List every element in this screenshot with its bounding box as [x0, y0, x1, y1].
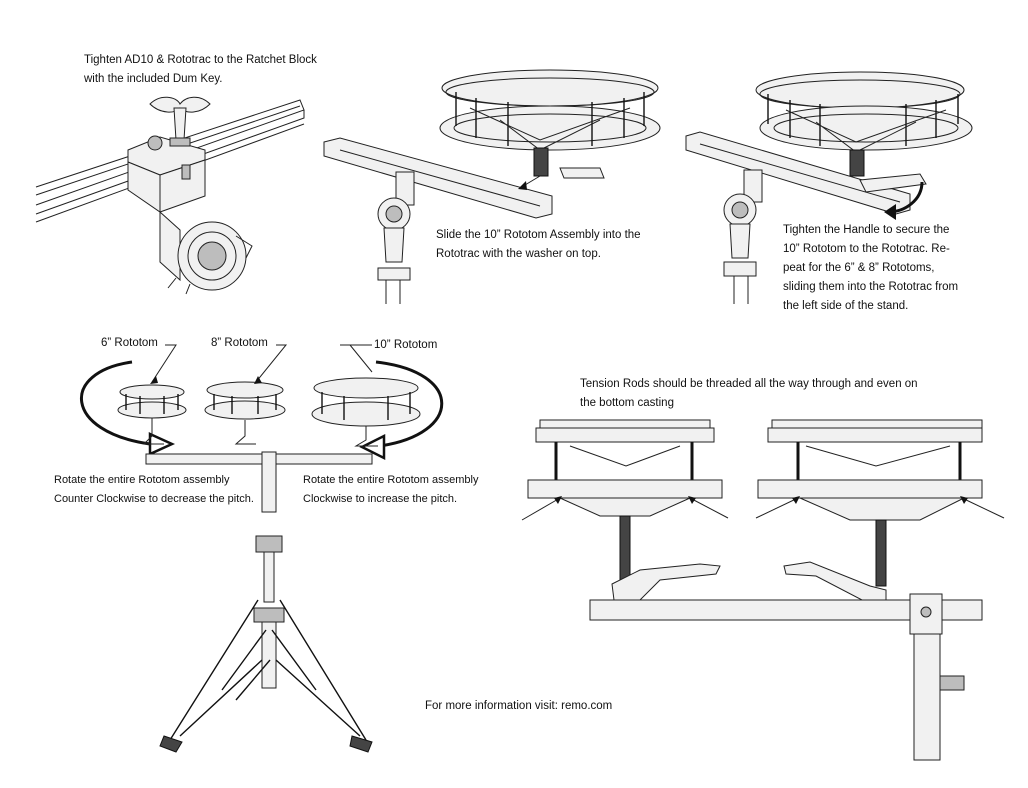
tension-rods-instruction: Tension Rods should be threaded all the …: [580, 378, 918, 409]
label-6-inch-rototom: 6” Rototom: [101, 337, 158, 349]
tighten-handle-instruction: Tighten the Handle to secure the 10” Rot…: [783, 224, 959, 312]
ratchet-block-instruction: Tighten AD10 & Rototrac to the Ratchet B…: [84, 54, 317, 85]
ratchet-block-illustration: [35, 96, 305, 295]
tension-rods-detail-illustration: [521, 419, 1005, 761]
stand-three-rototoms-illustration: [79, 344, 444, 753]
rototom-slide-illustration: [323, 69, 661, 304]
rotate-cw-instruction: Rotate the entire Rototom assembly Clock…: [303, 474, 479, 505]
more-info-link-text: For more information visit: remo.com: [425, 700, 613, 712]
rotate-ccw-instruction: Rotate the entire Rototom assembly Count…: [54, 474, 254, 505]
slide-rototom-instruction: Slide the 10” Rototom Assembly into the …: [436, 229, 641, 260]
tighten-handle-illustration: [685, 71, 973, 304]
label-10-inch-rototom: 10” Rototom: [374, 339, 438, 351]
label-8-inch-rototom: 8” Rototom: [211, 337, 268, 349]
